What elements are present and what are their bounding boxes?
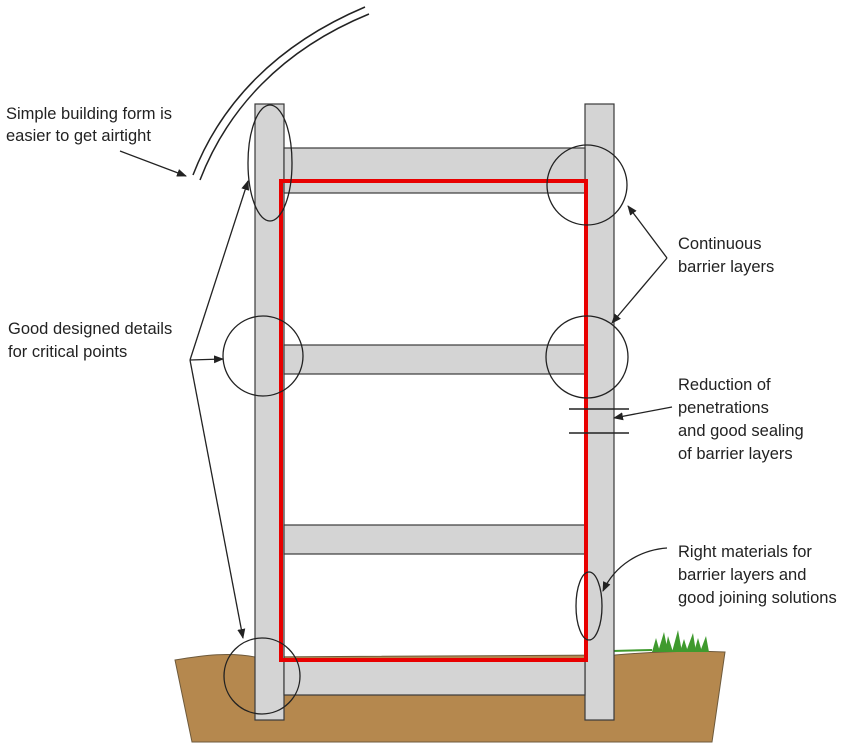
label-materials-line-2: barrier layers and: [678, 566, 806, 584]
label-continuous-line-1: Continuous: [678, 235, 761, 253]
roof-slab: [283, 147, 586, 194]
arrow-materials: [602, 547, 668, 592]
label-materials-line-1: Right materials for: [678, 543, 812, 561]
arrow-simple-form: [119, 150, 187, 177]
arrow-continuous-roof: [627, 205, 668, 259]
airtight-barrier-line: [279, 179, 588, 662]
detail-circle-joint: [575, 571, 603, 641]
detail-circle-roof-left: [247, 104, 293, 222]
envelope-arc-inner: [199, 13, 370, 181]
detail-circle-base-left: [223, 637, 301, 715]
arrow-details-floor: [189, 355, 224, 364]
detail-circle-floor-right: [545, 315, 629, 399]
grass-line: [611, 649, 653, 652]
callout-arrows: [119, 150, 673, 639]
label-penetrations-line-4: of barrier layers: [678, 445, 793, 463]
ground-floor-slab: [283, 659, 586, 696]
envelope-arc-outer: [192, 6, 366, 176]
arrow-details-roof: [189, 180, 250, 361]
label-penetrations-line-1: Reduction of: [678, 376, 771, 394]
label-good-details: Good designed details for critical point…: [8, 320, 177, 361]
label-continuous-line-2: barrier layers: [678, 258, 774, 276]
detail-circle-roof-right: [546, 144, 628, 226]
grass-tuft-icon: [652, 630, 709, 652]
label-good-details-line-2: for critical points: [8, 343, 127, 361]
right-wall: [584, 103, 615, 721]
arrow-continuous-floor: [611, 257, 668, 324]
upper-floor-slab: [283, 344, 586, 375]
arrow-details-base: [189, 359, 246, 639]
penetration-marker: [569, 408, 629, 434]
label-penetrations: Reduction of penetrations and good seali…: [678, 376, 808, 463]
label-penetrations-line-3: and good sealing: [678, 422, 804, 440]
label-simple-form: Simple building form is easier to get ai…: [6, 105, 177, 145]
middle-floor-slab: [283, 524, 586, 555]
label-simple-form-line-1: Simple building form is: [6, 105, 172, 123]
label-continuous: Continuous barrier layers: [678, 235, 774, 276]
label-simple-form-line-2: easier to get airtight: [6, 127, 151, 145]
label-materials: Right materials for barrier layers and g…: [678, 543, 837, 607]
label-good-details-line-1: Good designed details: [8, 320, 172, 338]
arrow-penetrations: [613, 406, 673, 421]
label-materials-line-3: good joining solutions: [678, 589, 837, 607]
building-structure: [254, 103, 615, 721]
label-penetrations-line-2: penetrations: [678, 399, 769, 417]
